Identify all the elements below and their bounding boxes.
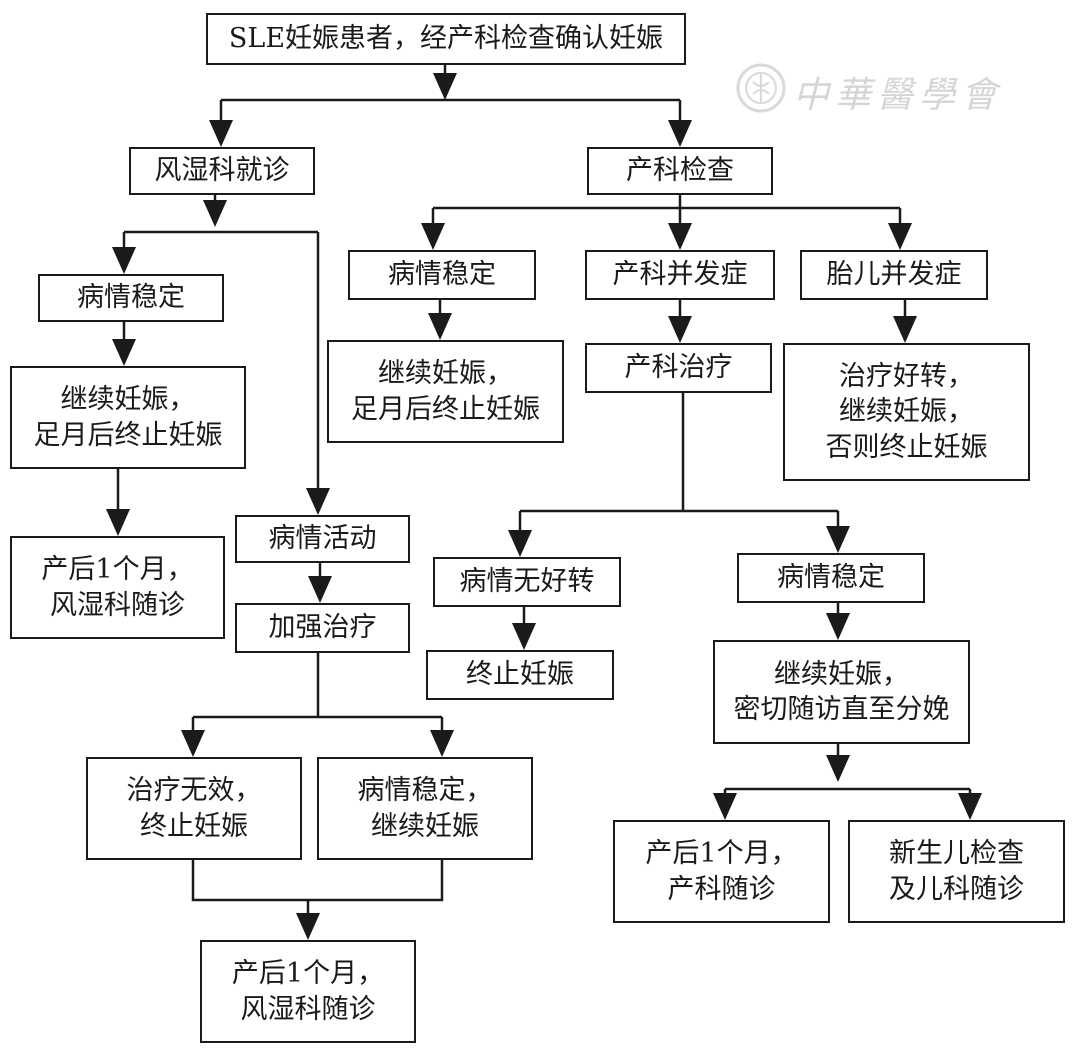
arrowhead bbox=[668, 316, 692, 343]
watermark-logo: 中華醫學會 bbox=[735, 62, 1035, 122]
left-stable-node: 病情稳定 bbox=[38, 274, 224, 322]
arrowhead bbox=[181, 730, 205, 757]
fetal-outcome-node: 治疗好转，继续妊娠，否则终止妊娠 bbox=[783, 343, 1030, 481]
arrowhead bbox=[203, 200, 227, 227]
no-improvement-node: 病情无好转 bbox=[433, 557, 621, 607]
arrowhead bbox=[888, 223, 912, 250]
middle-postpartum-followup-node: 产后1个月，风湿科随诊 bbox=[200, 940, 416, 1043]
watermark-text: 中華醫學會 bbox=[793, 75, 1004, 116]
arrowhead bbox=[508, 530, 532, 557]
obstetric-stable-node: 病情稳定 bbox=[348, 250, 536, 300]
arrowhead bbox=[430, 730, 454, 757]
fetal-complication-node: 胎儿并发症 bbox=[800, 250, 988, 300]
arrowhead bbox=[112, 247, 136, 274]
treatment-ineffective-node: 治疗无效，终止妊娠 bbox=[86, 757, 302, 860]
arrowhead bbox=[668, 120, 692, 147]
left-continue-node: 继续妊娠，足月后终止妊娠 bbox=[10, 366, 246, 469]
arrowhead bbox=[433, 73, 457, 100]
arrowhead bbox=[106, 509, 130, 536]
root-node: SLE妊娠患者，经产科检查确认妊娠 bbox=[206, 13, 686, 65]
close-followup-node: 继续妊娠，密切随访直至分娩 bbox=[713, 640, 970, 744]
arrowhead bbox=[308, 576, 332, 603]
arrowhead bbox=[306, 488, 330, 515]
obstetric-postpartum-followup-node: 产后1个月，产科随诊 bbox=[613, 820, 830, 923]
rheumatology-visit-node: 风湿科就诊 bbox=[129, 147, 315, 195]
disease-active-node: 病情活动 bbox=[235, 515, 410, 563]
obstetric-treatment-node: 产科治疗 bbox=[585, 343, 772, 393]
arrowhead bbox=[826, 613, 850, 640]
arrowhead bbox=[296, 913, 320, 940]
emblem-icon bbox=[736, 63, 786, 113]
treatment-stable-node: 病情稳定 bbox=[737, 553, 925, 603]
arrowhead bbox=[893, 316, 917, 343]
arrowhead bbox=[958, 793, 982, 820]
merge-bar bbox=[191, 860, 444, 902]
arrowhead bbox=[826, 755, 850, 782]
terminate-pregnancy-node: 终止妊娠 bbox=[426, 650, 614, 700]
left-postpartum-followup-node: 产后1个月，风湿科随诊 bbox=[10, 536, 225, 639]
obstetric-complication-node: 产科并发症 bbox=[585, 250, 775, 300]
arrowhead bbox=[713, 793, 737, 820]
arrowhead bbox=[209, 120, 233, 147]
arrowhead bbox=[112, 339, 136, 366]
arrowhead bbox=[428, 313, 452, 340]
stable-continue-node: 病情稳定，继续妊娠 bbox=[317, 757, 533, 860]
neonatal-check-node: 新生儿检查及儿科随诊 bbox=[848, 820, 1065, 923]
arrowhead bbox=[668, 223, 692, 250]
arrowhead bbox=[512, 623, 536, 650]
intensify-treatment-node: 加强治疗 bbox=[235, 603, 410, 653]
obstetric-continue-node: 继续妊娠，足月后终止妊娠 bbox=[327, 340, 564, 443]
arrowhead bbox=[826, 526, 850, 553]
arrowhead bbox=[421, 223, 445, 250]
obstetric-exam-node: 产科检查 bbox=[587, 147, 773, 195]
